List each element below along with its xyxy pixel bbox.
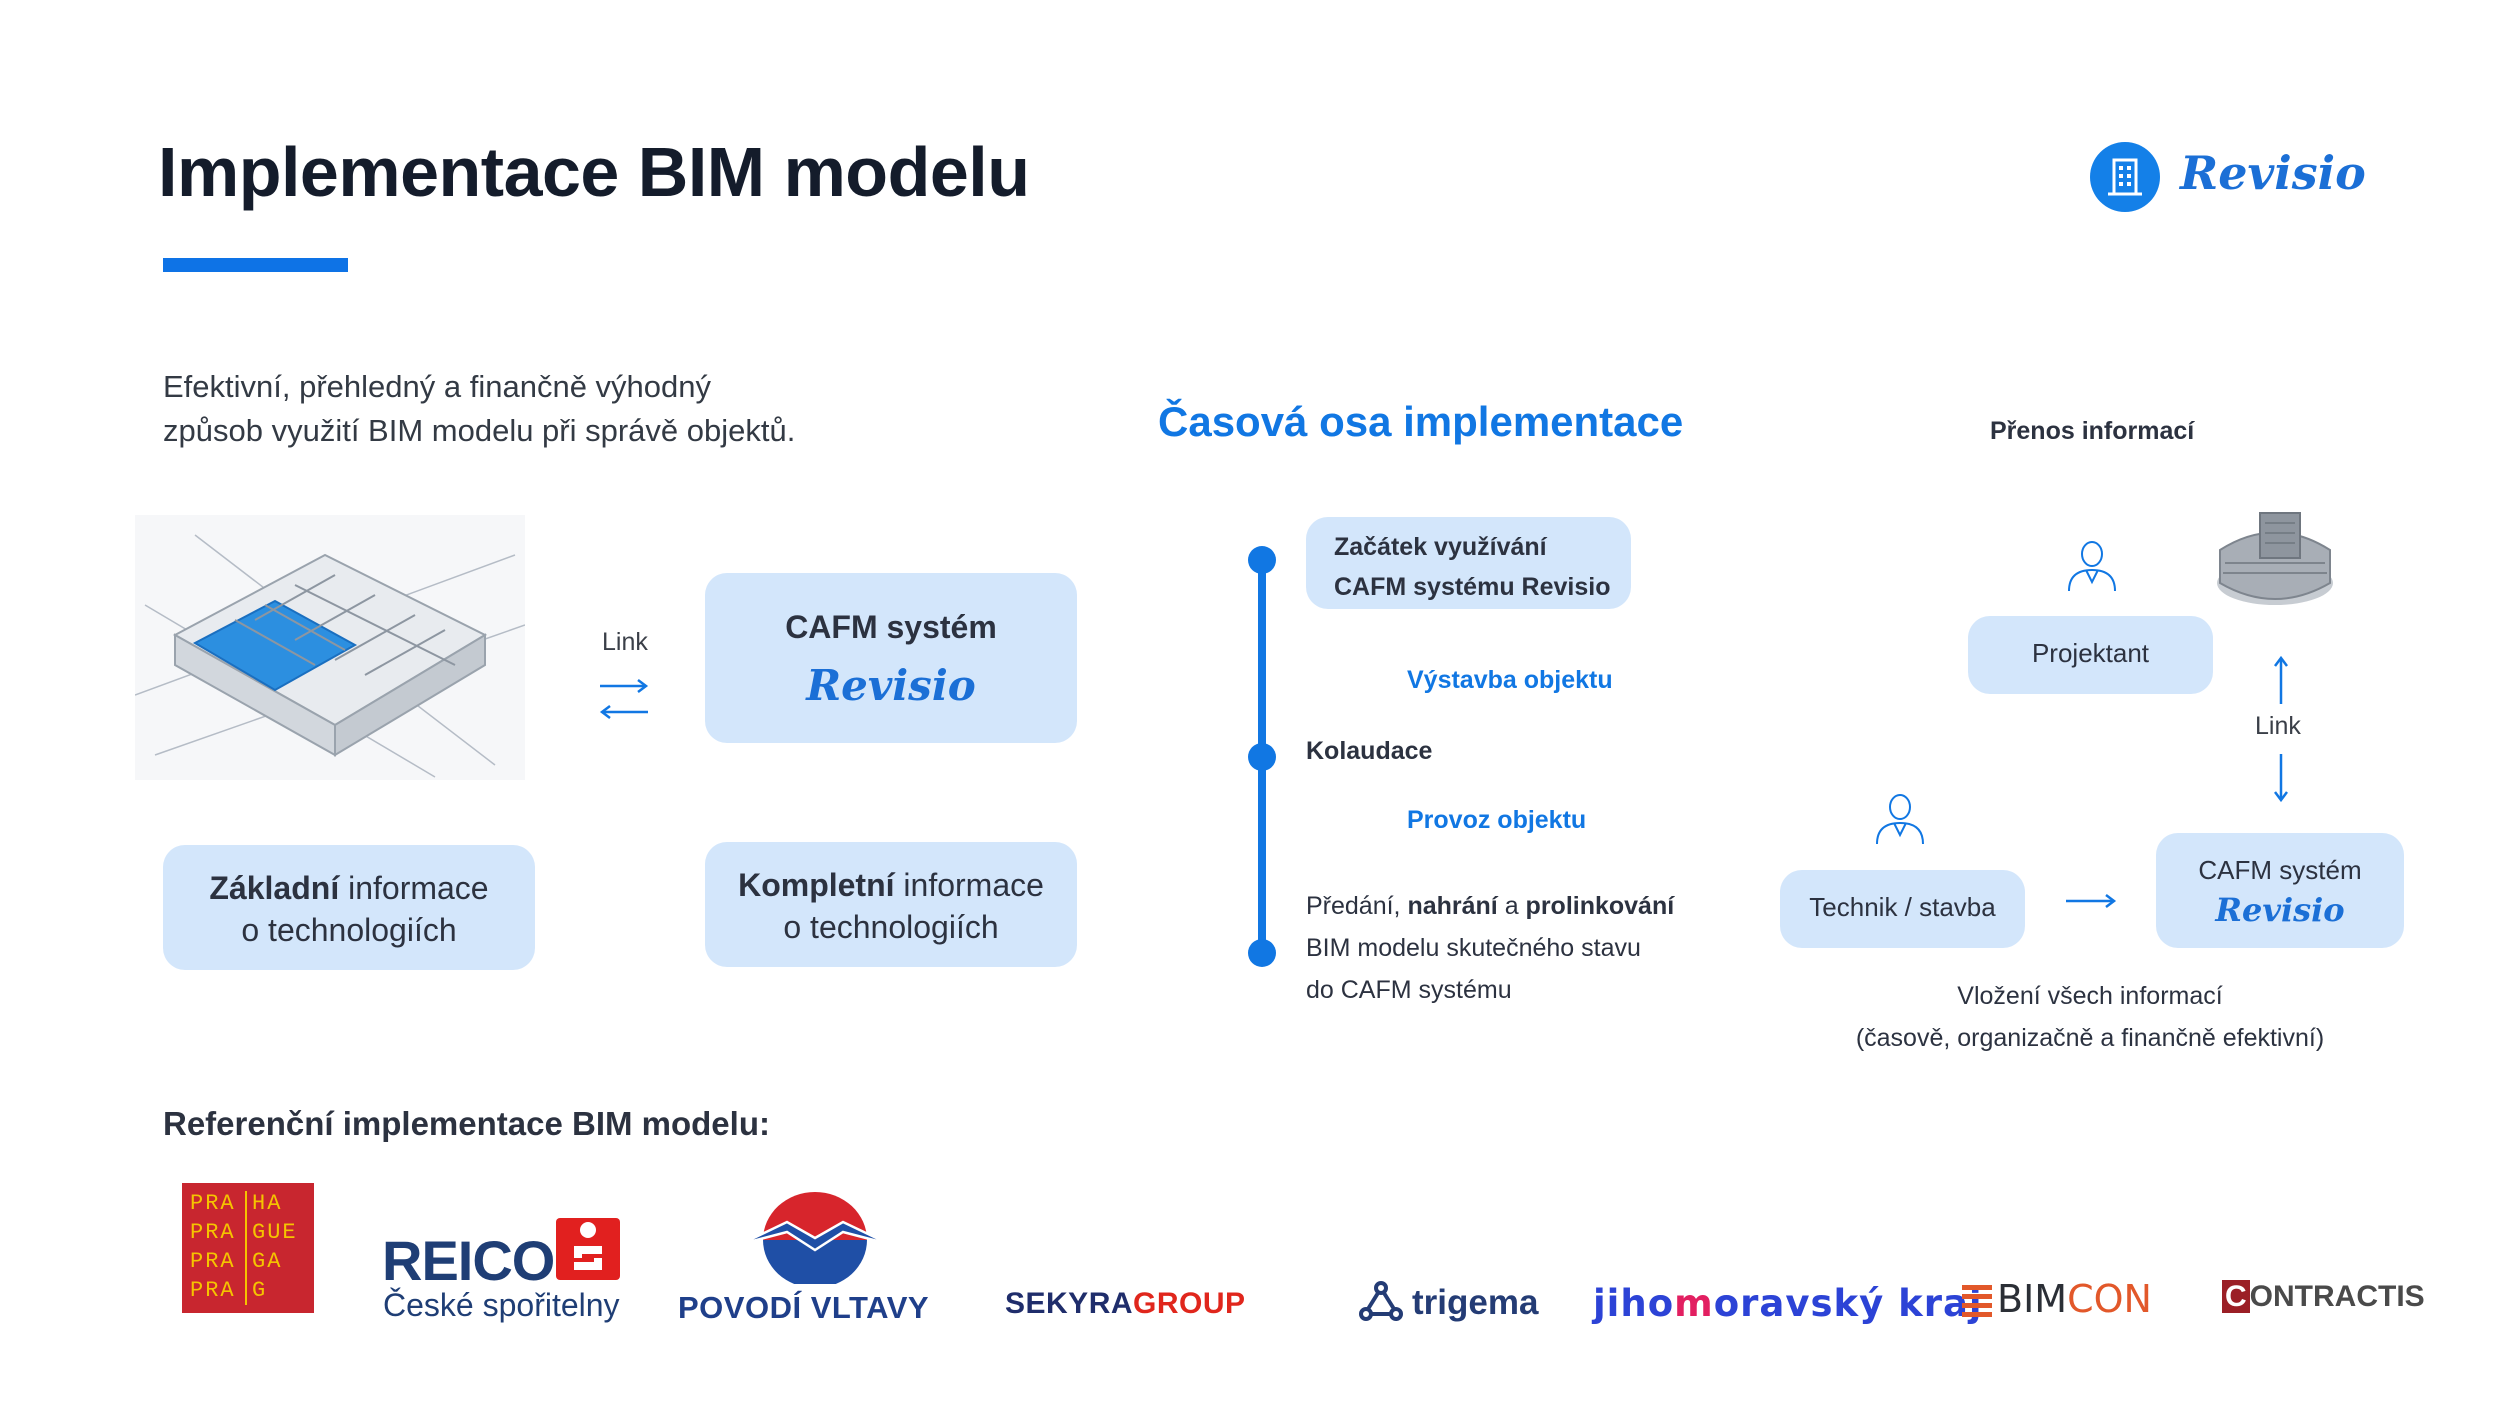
projektant-label: Projektant <box>2031 638 2150 668</box>
praha-text: PRA <box>190 1191 236 1216</box>
timeline-dot-start <box>1248 546 1276 574</box>
praha-text: GUE <box>252 1220 298 1245</box>
praha-logo: PRA PRA PRA PRA HA GUE GA G <box>182 1183 314 1313</box>
bimcon-icon <box>1962 1285 1992 1324</box>
basic-info-bold: Základní <box>209 870 340 906</box>
sekyra-text: SEKYRA <box>1005 1287 1134 1320</box>
jiho-text: oravský kraj <box>1713 1282 1983 1325</box>
basic-info-rest: informace <box>339 870 489 906</box>
desc-line2: BIM modelu skutečného stavu <box>1306 934 1641 962</box>
person-icon <box>1871 788 1929 851</box>
reico-logo-text: REICO <box>382 1229 555 1292</box>
building-model-icon <box>2205 505 2345 625</box>
full-info-line2: o technologiích <box>783 909 999 945</box>
praha-text: PRA <box>190 1220 236 1245</box>
revisio-logo: Revisio <box>2090 138 2410 218</box>
insert-line2: (časově, organizačně a finančně efektivn… <box>1855 1024 2325 1052</box>
technik-label: Technik / stavba <box>1809 892 1996 922</box>
jihomoravsky-logo: jihomoravský kraj <box>1593 1282 1983 1325</box>
title-underline <box>163 258 348 272</box>
povodi-logo-text: POVODÍ VLTAVY <box>678 1290 930 1325</box>
timeline-phase-operation: Provoz objektu <box>1407 806 1587 834</box>
contractis-text: ONTRACTIS <box>2249 1280 2425 1313</box>
trigema-icon <box>1358 1280 1404 1327</box>
full-info-box: Kompletní informace o technologiích <box>705 842 1077 967</box>
timeline-description: Předání, nahrání a prolinkování BIM mode… <box>1306 885 1674 1011</box>
desc-bold: prolinkování <box>1525 892 1675 920</box>
down-arrow-icon <box>2271 752 2291 809</box>
praha-text: PRA <box>190 1249 236 1274</box>
basic-info-line2: o technologiích <box>241 912 457 948</box>
timeline-dot-milestone <box>1248 743 1276 771</box>
insert-line1: Vložení všech informací <box>1957 982 2223 1010</box>
technik-box: Technik / stavba <box>1780 870 2025 948</box>
cafm-system-box-small: CAFM systém Revisio <box>2156 833 2404 948</box>
timeline-dot-end <box>1248 939 1276 967</box>
reico-logo-subtitle: České spořitelny <box>383 1287 620 1323</box>
cafm-system-box: CAFM systém Revisio <box>705 573 1077 743</box>
desc-part: a <box>1497 892 1526 920</box>
jiho-text: jiho <box>1593 1282 1675 1325</box>
trigema-logo-text: trigema <box>1412 1283 1539 1322</box>
con-text: CON <box>2067 1277 2152 1321</box>
intro-line-2: způsob využití BIM modelu při správě obj… <box>163 413 796 448</box>
bim-text: BIM <box>1997 1277 2068 1321</box>
praha-text: PRA <box>190 1278 236 1303</box>
bim-building-image <box>135 515 525 780</box>
timeline-start-line2: CAFM systému Revisio <box>1334 573 1611 601</box>
timeline-phase-construction: Výstavba objektu <box>1407 666 1613 694</box>
insert-info-text: Vložení všech informací (časově, organiz… <box>1840 975 2340 1059</box>
desc-bold: nahrání <box>1407 892 1498 920</box>
praha-text: G <box>252 1278 268 1303</box>
cafm-logo: Revisio <box>806 661 976 710</box>
bimcon-logo: BIMCON <box>1997 1277 2152 1321</box>
cafm-label-small: CAFM systém <box>2198 855 2362 885</box>
link-label: Link <box>602 628 648 656</box>
cafm-logo-small: Revisio <box>2215 891 2345 929</box>
sparkasse-s-icon <box>556 1218 620 1280</box>
right-arrow-icon <box>2064 891 2118 916</box>
basic-info-box: Základní informace o technologiích <box>163 845 535 970</box>
timeline-title: Časová osa implementace <box>1158 398 1684 445</box>
contractis-c: C <box>2222 1280 2250 1313</box>
sekyra-logo: SEKYRAGROUP <box>1005 1287 1246 1321</box>
projektant-box: Projektant <box>1968 616 2213 694</box>
timeline-start-box: Začátek využívání CAFM systému Revisio <box>1306 517 1631 609</box>
up-arrow-icon <box>2271 654 2291 711</box>
references-title: Referenční implementace BIM modelu: <box>163 1105 770 1142</box>
desc-line3: do CAFM systému <box>1306 976 1512 1004</box>
desc-part: Předání, <box>1306 892 1408 920</box>
praha-text: GA <box>252 1249 283 1274</box>
jiho-m: m <box>1674 1282 1714 1325</box>
bidirectional-arrow-icon <box>598 676 650 727</box>
logo-text: Revisio <box>2180 146 2366 200</box>
transfer-title: Přenos informací <box>1990 417 2195 445</box>
povodi-emblem-icon <box>735 1192 895 1289</box>
person-icon <box>2063 535 2121 598</box>
group-text: GROUP <box>1133 1287 1246 1320</box>
building-icon <box>2090 142 2160 212</box>
page-title: Implementace BIM modelu <box>158 133 1030 211</box>
full-info-bold: Kompletní <box>738 867 895 903</box>
full-info-rest: informace <box>894 867 1044 903</box>
timeline-start-line1: Začátek využívání <box>1334 533 1547 561</box>
link-label-right: Link <box>2255 712 2301 740</box>
intro-text: Efektivní, přehledný a finančně výhodný … <box>163 365 795 453</box>
cafm-label: CAFM systém <box>785 609 997 645</box>
timeline-milestone-label: Kolaudace <box>1306 737 1433 765</box>
intro-line-1: Efektivní, přehledný a finančně výhodný <box>163 369 712 404</box>
praha-text: HA <box>252 1191 283 1216</box>
